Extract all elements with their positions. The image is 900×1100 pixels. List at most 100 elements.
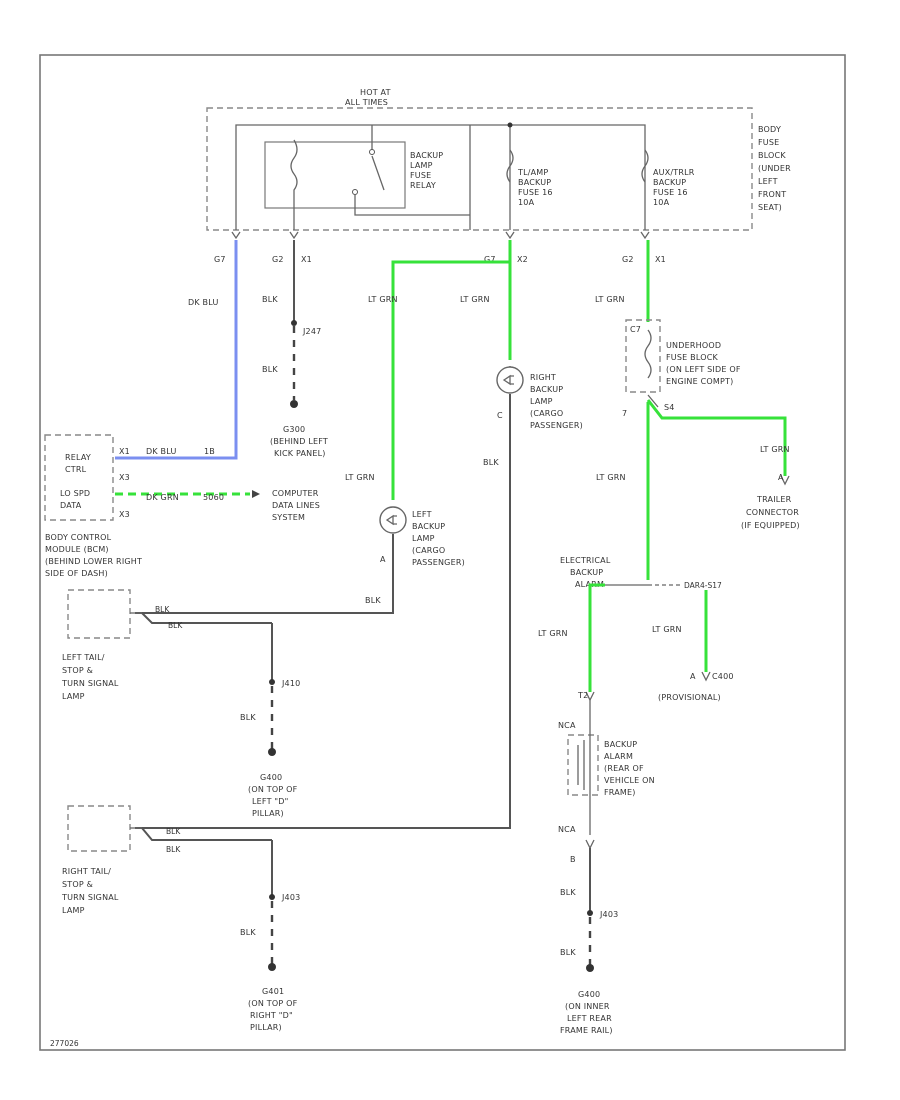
wire-lt-grn-label-1: LT GRN [368,295,398,304]
alarm-label-2: BACKUP [570,568,603,577]
pin-a-label: G7 [214,255,226,264]
chime-label-2: ALARM [604,752,633,761]
wire-lt-grn-label-8: LT GRN [652,625,682,634]
splice-j410 [269,679,275,685]
bcm-data-label-1: LO SPD [60,489,90,498]
relay-label-4: RELAY [410,181,436,190]
wire-blk-label-6: BLK [240,928,256,937]
ground-g401-label-3: RIGHT "D" [250,1011,293,1020]
underhood-pin-bottom: 7 [622,409,627,418]
wire-blk-label-4: BLK [365,596,381,605]
underhood-label-3: (ON LEFT SIDE OF [666,365,741,374]
diagram-border [39,54,846,1051]
wire-dk-blu [115,240,238,460]
bcm-label-2: MODULE (BCM) [45,545,109,554]
left-tail-label-4: LAMP [62,692,85,701]
trailer-label-3: (IF EQUIPPED) [741,521,800,530]
chime-pin-b: B [570,855,576,864]
fuse-tlamp-symbol [506,149,514,183]
electrical-backup-alarm: ELECTRICAL BACKUP ALARM DAR4-S17 [560,556,722,590]
wire-lt-grn-label-6: LT GRN [596,473,626,482]
bcm-data-label-2: DATA [60,501,82,510]
splice-j247 [291,320,297,326]
relay-label-3: FUSE [410,171,431,180]
trailer-pin-arrow [780,475,790,486]
right-backup-label-4: (CARGO [530,409,563,418]
all-times-label: ALL TIMES [345,98,388,107]
trailer-label-2: CONNECTOR [746,508,799,517]
bcm-relay-num: 1B [204,447,215,456]
wire-blk-label-3: BLK [483,458,499,467]
wire-lt-grn-chime [588,583,605,692]
left-backup-lamp: LEFT BACKUP LAMP (CARGO PASSENGER) A [379,506,465,567]
left-tail-label-3: TURN SIGNAL [61,679,119,688]
bcm-data-wire: DK GRN [146,493,179,502]
alarm-ref: DAR4-S17 [684,581,722,590]
ground-g401 [268,963,276,971]
hot-at-label: HOT AT [360,88,391,97]
fuse-tlamp-label-2: BACKUP [518,178,551,187]
bcm-relay-ctrl-2: CTRL [65,465,87,474]
right-backup-label-5: PASSENGER) [530,421,583,430]
ground-g400-left [268,748,276,756]
splice-j403-alarm [587,910,593,916]
splice-j410-label: J410 [281,679,300,688]
diagram-id: 277026 [50,1039,79,1048]
chime-label-5: FRAME) [604,788,636,797]
underhood-pin-side: S4 [664,403,675,412]
ground-g400-frame [586,964,594,972]
ground-g401-label-4: PILLAR) [250,1023,282,1032]
left-backup-label-2: BACKUP [412,522,445,531]
underhood-fuse-block: C7 UNDERHOOD FUSE BLOCK (ON LEFT SIDE OF… [622,319,741,418]
prov-ref: C400 [712,672,734,681]
computer-data-label-3: SYSTEM [272,513,305,522]
fuse-aux-symbol [641,149,649,183]
fuse-tlamp-label-3: FUSE 16 [518,188,553,197]
bcm-label-1: BODY CONTROL [45,533,112,542]
wire-blk-label-7: BLK [560,888,576,897]
fuse-block-label-1: BODY [758,125,781,134]
fuse-block-label-4: (UNDER [758,164,791,173]
wire-blk-label-5: BLK [240,713,256,722]
chime-label-3: (REAR OF [604,764,644,773]
right-backup-lamp: RIGHT BACKUP LAMP (CARGO PASSENGER) C [496,366,583,430]
chime-conn-bottom: NCA [558,825,576,834]
ground-g400-label-2: (ON TOP OF [248,785,298,794]
bcm-label-3: (BEHIND LOWER RIGHT [45,557,142,566]
prov-label: (PROVISIONAL) [658,693,721,702]
bcm-data-pin: X3 [119,473,130,482]
splice-j403-alarm-label: J403 [599,910,618,919]
fuse-tlamp-label-1: TL/AMP [517,168,548,177]
pin-c-conn: X2 [517,255,528,264]
fuse-block-label-3: BLOCK [758,151,786,160]
left-tail-lamp: BLK BLK LEFT TAIL/ STOP & TURN SIGNAL LA… [61,589,272,701]
wire-lt-grn-trailer [646,399,787,476]
wire-lt-grn-label-3: LT GRN [345,473,375,482]
computer-data-label-2: DATA LINES [272,501,320,510]
underhood-pin-top: C7 [630,325,641,334]
pin-c-label: G7 [484,255,496,264]
pin-d-label: G2 [622,255,634,264]
fuse-aux-label-2: BACKUP [653,178,686,187]
fuse-tlamp-label-4: 10A [518,198,535,207]
computer-data-label-1: COMPUTER [272,489,319,498]
trailer-label-1: TRAILER [756,495,792,504]
chime-conn-top: NCA [558,721,576,730]
left-backup-label-5: PASSENGER) [412,558,465,567]
underhood-label-1: UNDERHOOD [666,341,721,350]
wire-blk-left-backup [135,534,394,614]
left-tail-blk-2: BLK [168,621,183,630]
chime-pin-top: T2 [577,691,588,700]
wire-lt-grn-label-5: LT GRN [760,445,790,454]
ground-frame-label-2: (ON INNER [565,1002,610,1011]
pin-b-conn: X1 [301,255,312,264]
chime-label-1: BACKUP [604,740,637,749]
ground-g400-label-3: LEFT "D" [252,797,289,806]
splice-j247-label: J247 [302,327,321,336]
bcm-relay-wire: DK BLU [146,447,177,456]
wire-dk-blu-label: DK BLU [188,298,219,307]
left-backup-label-1: LEFT [412,510,432,519]
wire-lt-grn-label-2: LT GRN [460,295,490,304]
bcm-label-4: SIDE OF DASH) [45,569,108,578]
right-backup-label-3: LAMP [530,397,553,406]
